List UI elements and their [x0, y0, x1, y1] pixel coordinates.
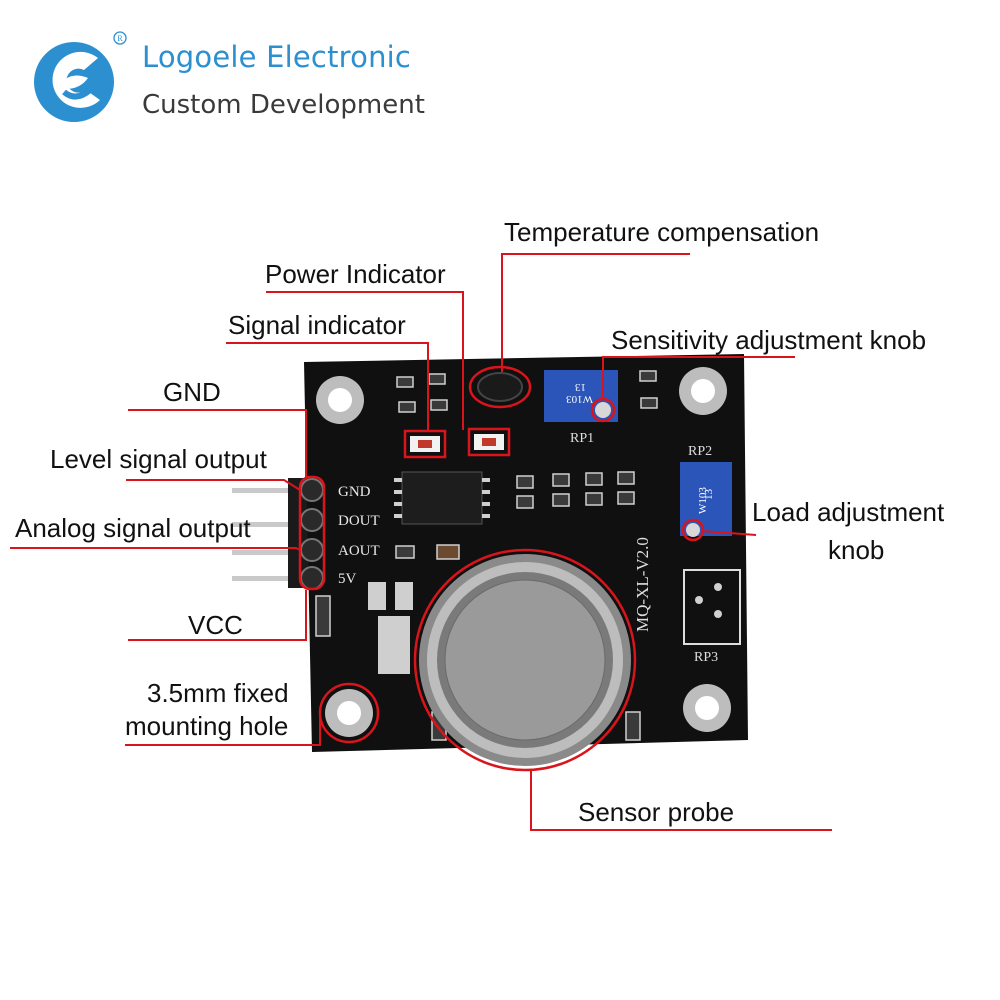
- pin-pads: [300, 478, 324, 590]
- label-analog-signal-output: Analog signal output: [15, 513, 251, 543]
- brand-name: Logoele Electronic: [142, 40, 412, 74]
- silk-pin-gnd: GND: [338, 484, 371, 500]
- label-signal-indicator: Signal indicator: [228, 310, 406, 340]
- label-mounting-hole-line1: 3.5mm fixed: [147, 678, 289, 708]
- potentiometer-rp2: [680, 462, 732, 537]
- silk-pin-aout: AOUT: [338, 543, 380, 559]
- label-vcc: VCC: [188, 610, 243, 640]
- label-power-indicator: Power Indicator: [265, 259, 446, 289]
- label-load-adjustment: Load adjustment: [752, 497, 945, 527]
- silk-pin-dout: DOUT: [338, 513, 380, 529]
- label-mounting-hole-line2: mounting hole: [125, 711, 289, 741]
- pot-number-1: 13: [575, 381, 587, 393]
- silk-rp3: RP3: [694, 650, 718, 665]
- callout-highlights: [298, 365, 705, 772]
- silk-model: MQ-XL-V2.0: [633, 537, 652, 632]
- pot-number-2: 13: [703, 489, 715, 501]
- pot-code-2: W103: [697, 487, 709, 514]
- potentiometer-rp3: [683, 569, 741, 645]
- led-indicators: [410, 434, 504, 452]
- brand-tagline: Custom Development: [142, 90, 425, 120]
- label-sensitivity-knob: Sensitivity adjustment knob: [611, 325, 927, 355]
- smd-components: [315, 370, 658, 741]
- label-temperature-compensation: Temperature compensation: [504, 217, 820, 247]
- brand-logo: R: [34, 31, 127, 122]
- thermistor: [477, 372, 523, 402]
- silk-pin-5v: 5V: [338, 571, 357, 587]
- label-load-knob: knob: [828, 535, 885, 565]
- registered-mark: R: [117, 34, 123, 43]
- silk-rp1: RP1: [570, 431, 594, 446]
- mounting-holes: [316, 367, 731, 737]
- potentiometer-rp1: [544, 370, 618, 422]
- label-level-signal-output: Level signal output: [50, 444, 267, 474]
- label-gnd: GND: [163, 377, 221, 407]
- ic-chip: [401, 471, 483, 525]
- sensor-probe: [419, 554, 631, 766]
- silk-rp2: RP2: [688, 444, 712, 459]
- voltage-regulator: [368, 582, 413, 674]
- label-sensor-probe: Sensor probe: [578, 797, 735, 827]
- pot-code-1: W103: [566, 393, 593, 405]
- callout-lines: [10, 253, 832, 831]
